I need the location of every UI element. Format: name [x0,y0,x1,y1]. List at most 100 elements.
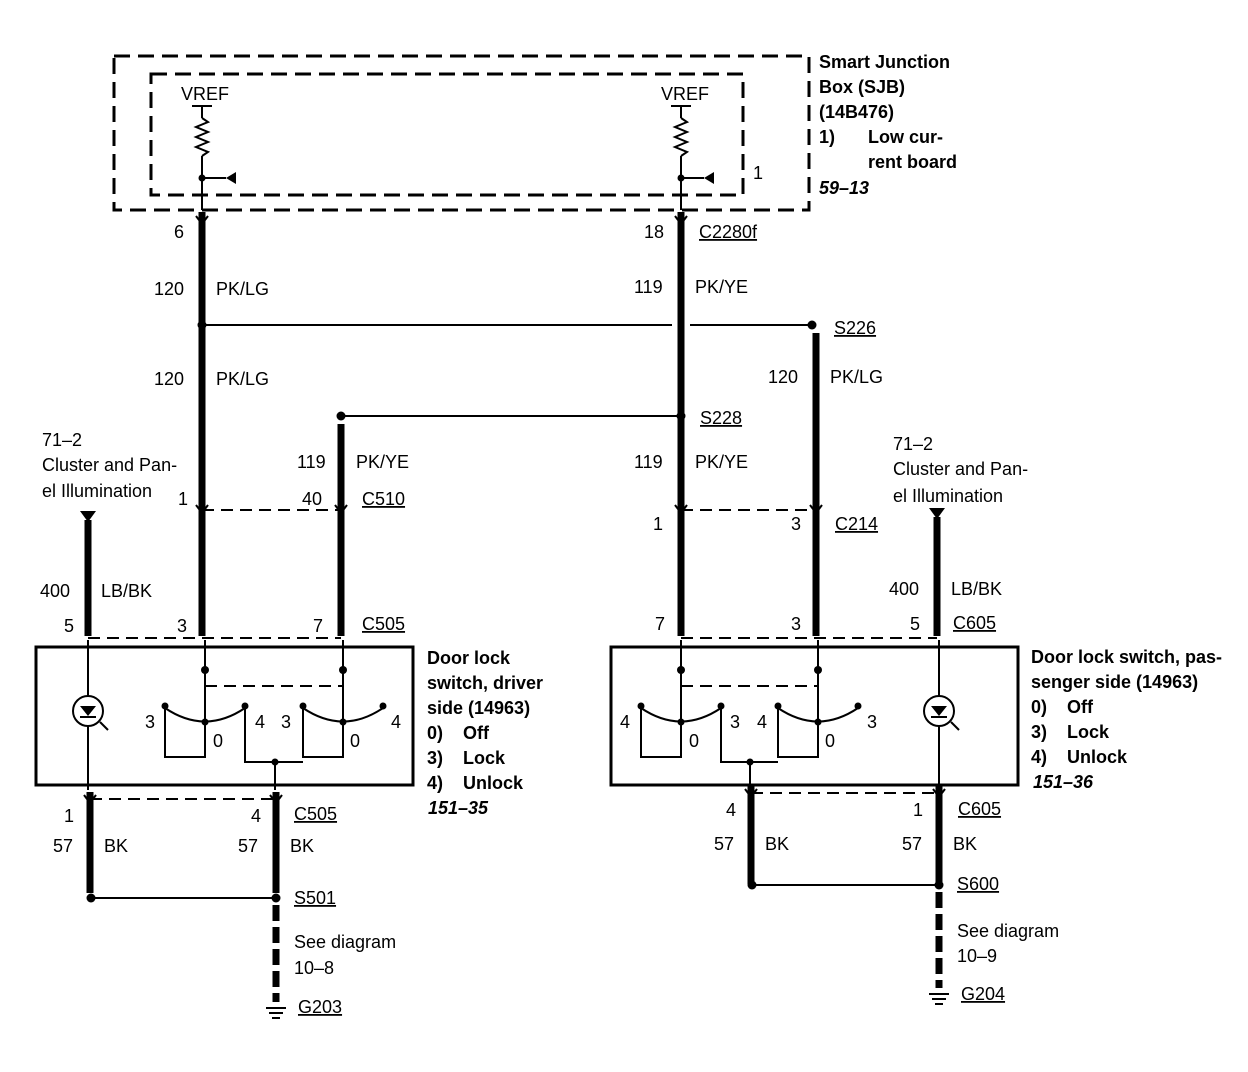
ground-g204: G204 [961,984,1005,1004]
left-illum-wire-number: 400 [40,581,70,601]
ground-icon [266,1007,286,1019]
driver-contact-4: 3 [281,712,291,732]
left-ref-code: 71–2 [42,430,82,450]
left-see-diagram-ref: 10–8 [294,958,334,978]
driver-pos-0-label: Off [463,723,490,743]
left-wire-57b-number: 57 [238,836,258,856]
right-wire-57a-color: BK [765,834,789,854]
left-illum-wire-color: LB/BK [101,581,152,601]
passenger-door-lock-switch: 4 0 3 4 0 3 [609,640,1020,790]
wire-119c-number: 119 [634,452,663,472]
c214-pin-a: 1 [653,514,663,534]
c505-top-pin-b: 3 [177,616,187,636]
passenger-contact-4: 4 [757,712,767,732]
driver-switch-title-1: Door lock [427,648,511,668]
passenger-pos-1-num: 3) [1031,722,1047,742]
vref-right-label: VREF [661,84,709,104]
passenger-pos-2-label: Unlock [1067,747,1128,767]
wire-119c-color: PK/YE [695,452,748,472]
right-ref-line-1: Cluster and Pan- [893,459,1028,479]
right-wire-57a-number: 57 [714,834,734,854]
c2280f-pin-left: 6 [174,222,184,242]
sjb-title-line-3: (14B476) [819,102,894,122]
illumination-feed-arrow-icon [80,511,96,522]
splice-s226: S226 [834,318,876,338]
c605-top-pin-a: 7 [655,614,665,634]
c605-top-label: C605 [953,613,996,633]
driver-switch-title-2: switch, driver [427,673,543,693]
sjb-inner-number: 1 [753,163,763,183]
passenger-contact-3: 3 [730,712,740,732]
right-ref-line-2: el Illumination [893,486,1003,506]
vref-pullup-left: VREF [181,84,236,210]
passenger-switch-title-2: senger side (14963) [1031,672,1198,692]
c505-bottom-pin-a: 1 [64,806,74,826]
driver-pos-1-label: Lock [463,748,506,768]
sjb-title-line-2: Box (SJB) [819,77,905,97]
wire-119b-color: PK/YE [356,452,409,472]
driver-pos-0-num: 0) [427,723,443,743]
c605-bottom-label: C605 [958,799,1001,819]
left-see-diagram: See diagram [294,932,396,952]
vref-pullup-right: VREF [661,84,714,210]
passenger-pos-0-num: 0) [1031,697,1047,717]
ground-icon [929,993,949,1005]
c505-top-pin-a: 5 [64,616,74,636]
driver-door-lock-switch: 3 0 4 3 0 4 [34,640,415,790]
splice-s228: S228 [700,408,742,428]
c605-top-pin-c: 5 [910,614,920,634]
right-ref-code: 71–2 [893,434,933,454]
splice-s600: S600 [957,874,999,894]
sjb-title-line-1: Smart Junction [819,52,950,72]
c505-top-pin-c: 7 [313,616,323,636]
c505-bottom-pin-b: 4 [251,806,261,826]
driver-contact-2: 0 [213,731,223,751]
sjb-board-line-2: rent board [868,152,957,172]
sjb-board-number: 1) [819,127,835,147]
wire-120c-number: 120 [768,367,798,387]
switch-input-arrow-icon [226,172,236,184]
wire-119b-number: 119 [297,452,326,472]
vref-left-label: VREF [181,84,229,104]
wire-120b-color: PK/LG [216,369,269,389]
c605-bottom-pin-b: 1 [913,800,923,820]
splice-s501: S501 [294,888,336,908]
driver-contact-5: 0 [350,731,360,751]
c510-pin-a: 1 [178,489,188,509]
switch-input-arrow-icon [704,172,714,184]
left-wire-57b-color: BK [290,836,314,856]
left-wire-57a-number: 57 [53,836,73,856]
illumination-feed-arrow-icon [929,508,945,519]
driver-pos-2-label: Unlock [463,773,524,793]
driver-contact-1: 3 [145,712,155,732]
passenger-pos-1-label: Lock [1067,722,1110,742]
wire-120b-number: 120 [154,369,184,389]
driver-switch-title-3: side (14963) [427,698,530,718]
right-illum-wire-color: LB/BK [951,579,1002,599]
c510-label: C510 [362,489,405,509]
left-ref-line-2: el Illumination [42,481,152,501]
right-see-diagram: See diagram [957,921,1059,941]
c510-pin-b: 40 [302,489,322,509]
driver-switch-ref: 151–35 [428,798,489,818]
passenger-contact-1: 4 [620,712,630,732]
driver-pos-1-num: 3) [427,748,443,768]
passenger-contact-6: 3 [867,712,877,732]
driver-pos-2-num: 4) [427,773,443,793]
c505-top-label: C505 [362,614,405,634]
left-wire-57a-color: BK [104,836,128,856]
passenger-pos-0-label: Off [1067,697,1094,717]
sjb-board-line-1: Low cur- [868,127,943,147]
passenger-contact-5: 0 [825,731,835,751]
c214-pin-b: 3 [791,514,801,534]
passenger-switch-title-1: Door lock switch, pas- [1031,647,1222,667]
passenger-pos-2-num: 4) [1031,747,1047,767]
right-illum-wire-number: 400 [889,579,919,599]
wire-119a-color: PK/YE [695,277,748,297]
passenger-switch-ref: 151–36 [1033,772,1094,792]
left-ref-line-1: Cluster and Pan- [42,455,177,475]
wire-119a-number: 119 [634,277,663,297]
passenger-contact-2: 0 [689,731,699,751]
ground-g203: G203 [298,997,342,1017]
